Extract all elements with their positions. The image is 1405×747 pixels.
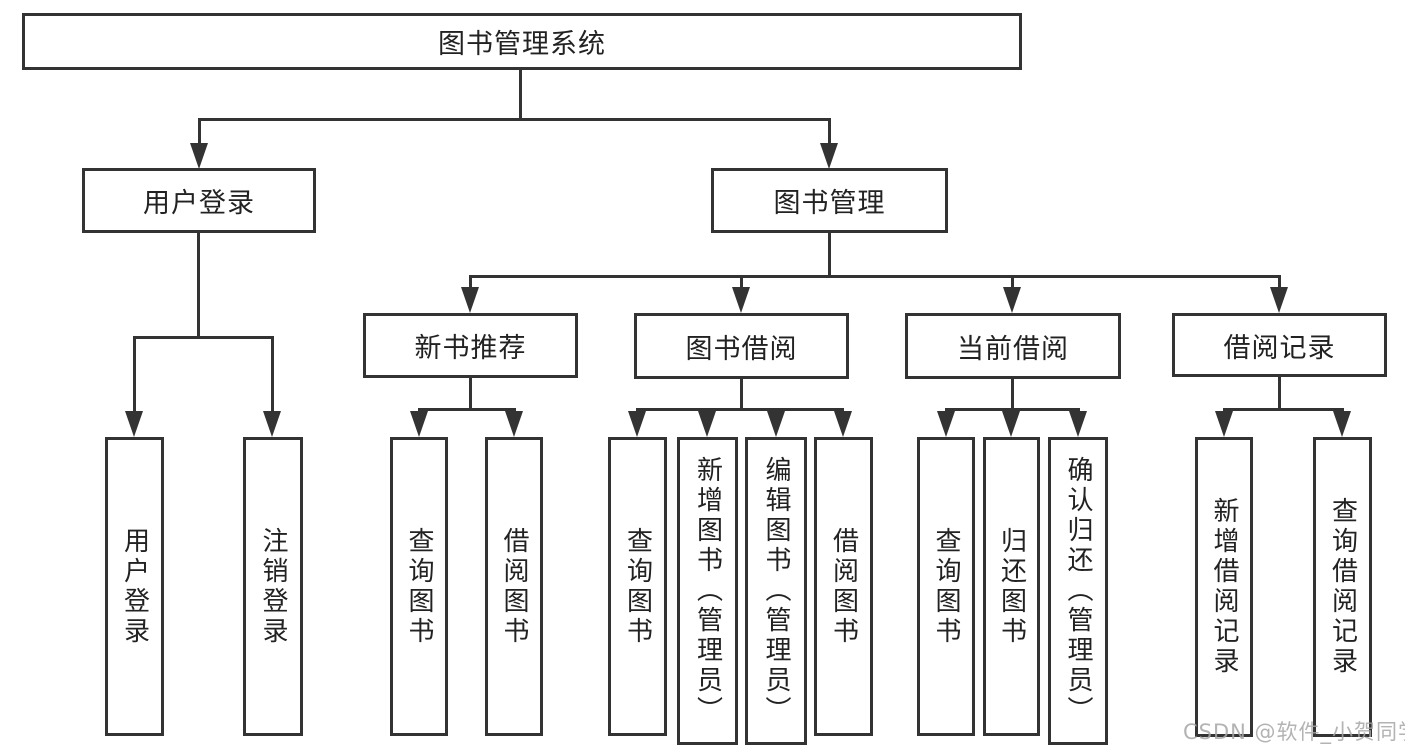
arrow-head-confirm-return-admin: [1069, 411, 1087, 437]
leaf-query-books-2-label: 查询图书: [622, 526, 653, 647]
arrow-head-query-books-2: [628, 411, 646, 437]
node-book-management-label: 图书管理: [773, 188, 886, 219]
arrow-head-borrow-books-2: [834, 411, 852, 437]
connector-userlogin-drop: [197, 233, 200, 339]
connector-newbook-bar: [418, 408, 516, 411]
arrow-head-book-borrowing: [732, 287, 750, 313]
node-user-login-label: 用户登录: [143, 188, 255, 219]
connector-records-drop: [1278, 377, 1281, 411]
connector-userlogin-bar: [133, 336, 274, 339]
leaf-add-books-admin-label: 新增图书（管理员）: [692, 456, 723, 726]
arrow-head-book-management: [820, 143, 838, 169]
leaf-return-books: 归还图书: [983, 437, 1040, 736]
arrow-head-current-borrowing: [1003, 287, 1021, 313]
leaf-query-books-1-label: 查询图书: [404, 526, 434, 647]
leaf-query-books-3-label: 查询图书: [931, 526, 961, 647]
connector-root-drop: [519, 70, 522, 121]
connector-l3-shaft-4: [1278, 275, 1281, 291]
leaf-return-books-label: 归还图书: [996, 526, 1027, 647]
node-root-label: 图书管理系统: [438, 29, 606, 60]
node-book-borrowing-label: 图书借阅: [685, 333, 798, 365]
arrow-head-return-books: [1002, 411, 1020, 437]
node-current-borrowing: 当前借阅: [905, 313, 1121, 379]
arrow-head-query-borrow-record: [1333, 411, 1351, 437]
connector-newbook-drop: [469, 378, 472, 411]
leaf-confirm-return-admin-label: 确认归还（管理员）: [1063, 456, 1093, 726]
node-book-borrowing: 图书借阅: [634, 313, 849, 379]
node-new-book-recommend-label: 新书推荐: [414, 333, 527, 364]
arrow-head-borrowing-records: [1270, 287, 1288, 313]
leaf-query-books-2: 查询图书: [608, 437, 667, 736]
connector-l3-shaft-2: [740, 275, 743, 291]
connector-userlogin-shaft-1: [133, 336, 136, 416]
arrow-head-query-books-1: [410, 411, 428, 437]
connector-l3-bar: [469, 275, 1281, 278]
connector-l3-shaft-3: [1011, 275, 1014, 291]
connector-current-bar: [945, 408, 1080, 411]
node-user-login: 用户登录: [82, 168, 316, 233]
leaf-add-books-admin: 新增图书（管理员）: [677, 437, 738, 745]
node-borrowing-records-label: 借阅记录: [1223, 332, 1336, 364]
leaf-query-books-3: 查询图书: [917, 437, 975, 736]
arrow-head-add-books-admin: [698, 411, 716, 437]
leaf-query-borrow-record: 查询借阅记录: [1313, 437, 1372, 737]
leaf-user-login-label: 用户登录: [119, 526, 150, 647]
connector-l2-bar: [198, 118, 831, 121]
arrow-head-leaf-user-login: [125, 411, 143, 437]
node-new-book-recommend: 新书推荐: [363, 313, 578, 378]
leaf-add-borrow-record-label: 新增借阅记录: [1209, 497, 1239, 677]
connector-l3-shaft-1: [469, 275, 472, 291]
leaf-borrow-books-2-label: 借阅图书: [828, 526, 859, 647]
leaf-logout: 注销登录: [243, 437, 303, 736]
arrow-head-borrow-books-1: [505, 411, 523, 437]
node-current-borrowing-label: 当前借阅: [957, 333, 1069, 365]
leaf-borrow-books-1: 借阅图书: [485, 437, 543, 736]
leaf-borrow-books-1-label: 借阅图书: [499, 526, 529, 647]
connector-userlogin-shaft-2: [271, 336, 274, 416]
leaf-borrow-books-2: 借阅图书: [814, 437, 873, 736]
connector-records-bar: [1223, 408, 1344, 411]
arrow-head-query-books-3: [937, 411, 955, 437]
connector-current-drop: [1011, 379, 1014, 411]
arrow-head-new-book-recommend: [461, 287, 479, 313]
connector-l2-left-shaft: [198, 118, 201, 148]
connector-l2-right-shaft: [828, 118, 831, 148]
node-root: 图书管理系统: [22, 13, 1022, 70]
csdn-watermark: CSDN @软件_小贺同学: [1183, 720, 1405, 744]
leaf-edit-books-admin-label: 编辑图书（管理员）: [761, 456, 791, 726]
leaf-query-borrow-record-label: 查询借阅记录: [1327, 497, 1358, 677]
arrow-head-leaf-logout: [263, 411, 281, 437]
node-borrowing-records: 借阅记录: [1172, 313, 1387, 377]
leaf-query-books-1: 查询图书: [390, 437, 448, 736]
leaf-add-borrow-record: 新增借阅记录: [1195, 437, 1253, 737]
connector-borrowing-drop: [740, 379, 743, 411]
node-book-management: 图书管理: [711, 168, 948, 233]
arrow-head-edit-books-admin: [767, 411, 785, 437]
arrow-head-user-login: [190, 143, 208, 169]
leaf-logout-label: 注销登录: [258, 526, 288, 647]
connector-mgmt-drop: [828, 233, 831, 278]
leaf-edit-books-admin: 编辑图书（管理员）: [745, 437, 807, 745]
leaf-confirm-return-admin: 确认归还（管理员）: [1048, 437, 1108, 745]
arrow-head-add-borrow-record: [1215, 411, 1233, 437]
connector-borrowing-bar: [636, 408, 844, 411]
leaf-user-login: 用户登录: [105, 437, 164, 736]
